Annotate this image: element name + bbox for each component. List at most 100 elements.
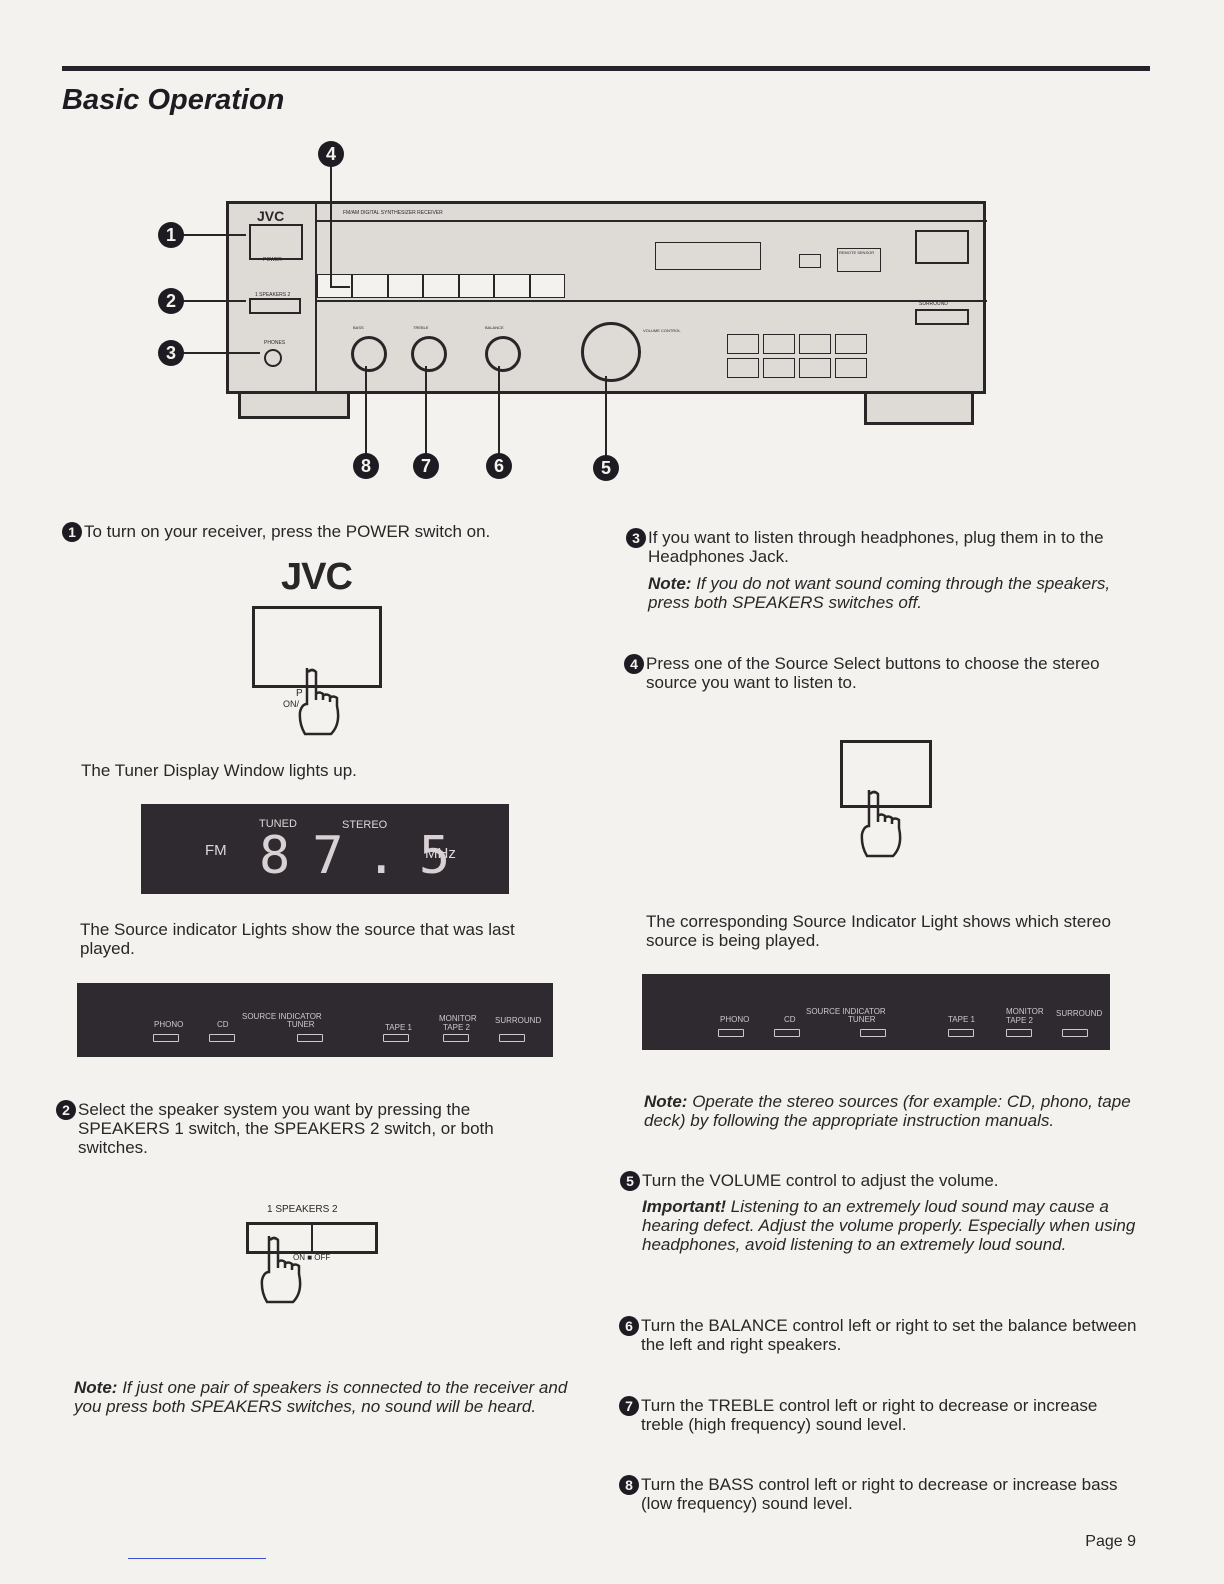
preset-button[interactable]	[727, 334, 759, 354]
volume-knob-label: VOLUME CONTROL	[643, 328, 681, 333]
tuner-display-window	[655, 242, 761, 270]
receiver-foot-right	[864, 390, 974, 425]
preset-buttons	[727, 334, 867, 378]
source-button-video[interactable]	[494, 274, 530, 298]
page-title: Basic Operation	[62, 84, 285, 116]
model-text: FM/AM DIGITAL SYNTHESIZER RECEIVER	[343, 210, 443, 216]
preset-button[interactable]	[799, 358, 831, 378]
callout-line-5	[605, 376, 607, 458]
callout-6: 6	[486, 453, 512, 479]
tuner-display-panel: TUNED STEREO FM 87.5 MHz	[141, 804, 509, 894]
monitor-header: MONITOR	[439, 1014, 477, 1023]
surround-button[interactable]	[915, 230, 969, 264]
page-number: Page 9	[1085, 1533, 1136, 1550]
frequency-readout: 87.5	[259, 826, 473, 886]
indicator-light-cd	[774, 1029, 800, 1037]
preset-button[interactable]	[835, 358, 867, 378]
callout-line-1	[178, 234, 246, 236]
step-number: 1	[62, 522, 82, 542]
source-indicator-panel-right: SOURCE INDICATOR TUNER MONITOR PHONO CD …	[642, 974, 1110, 1050]
source-select-buttons	[317, 274, 565, 298]
callout-line-7	[425, 366, 427, 456]
hand-press-icon	[298, 668, 340, 736]
link-underline	[128, 1558, 266, 1559]
display-section: FM/AM DIGITAL SYNTHESIZER RECEIVER REMOT…	[317, 210, 987, 302]
step-text: Turn the TREBLE control left or right to…	[641, 1396, 1098, 1434]
source-header: SOURCE INDICATOR	[806, 1007, 886, 1016]
surround-mode-button[interactable]	[915, 309, 969, 325]
callout-4: 4	[318, 141, 344, 167]
source-button-fm[interactable]	[387, 274, 424, 298]
step-text: Turn the BASS control left or right to d…	[641, 1475, 1118, 1513]
indicator-label-cd: CD	[217, 1020, 229, 1029]
important-label: Important!	[642, 1197, 727, 1216]
step-number: 6	[619, 1316, 639, 1336]
note-label: Note:	[644, 1092, 688, 1111]
speakers-1-switch	[249, 1225, 313, 1251]
step-6: 6 Turn the BALANCE control left or right…	[619, 1316, 1139, 1354]
step-number: 5	[620, 1171, 640, 1191]
top-rule	[62, 66, 1150, 71]
preset-button[interactable]	[763, 334, 795, 354]
indicator-label-phono: PHONO	[154, 1020, 184, 1029]
callout-line-3	[178, 352, 260, 354]
preset-button[interactable]	[763, 358, 795, 378]
preset-button[interactable]	[835, 334, 867, 354]
step-7: 7 Turn the TREBLE control left or right …	[619, 1396, 1139, 1434]
headphones-jack[interactable]	[264, 349, 282, 367]
callout-8: 8	[353, 453, 379, 479]
step-4: 4 Press one of the Source Select buttons…	[624, 654, 1140, 692]
indicator-light-tape2	[443, 1034, 469, 1042]
indicator-light-phono	[153, 1034, 179, 1042]
tuned-indicator: TUNED	[259, 818, 297, 830]
balance-knob[interactable]	[485, 336, 521, 372]
bass-knob[interactable]	[351, 336, 387, 372]
callout-line-6	[498, 366, 500, 456]
stereo-indicator: STEREO	[342, 819, 388, 831]
speakers-switch[interactable]	[249, 298, 301, 314]
callout-line-8	[365, 366, 367, 456]
band-indicator: FM	[205, 842, 227, 859]
treble-knob[interactable]	[411, 336, 447, 372]
indicator-label-tape1: TAPE 1	[385, 1023, 412, 1032]
volume-knob[interactable]	[581, 322, 641, 382]
indicator-light-tuner	[297, 1034, 323, 1042]
step-5: 5 Turn the VOLUME control to adjust the …	[620, 1171, 1140, 1191]
important-text: Listening to an extremely loud sound may…	[642, 1197, 1136, 1254]
indicator-label-cd: CD	[784, 1015, 796, 1024]
step-number: 2	[56, 1100, 76, 1120]
indicator-label-tape1: TAPE 1	[948, 1015, 975, 1024]
indicator-light-tape1	[383, 1034, 409, 1042]
step-1: 1 To turn on your receiver, press the PO…	[62, 522, 532, 542]
source-indicator-panel-left: SOURCE INDICATOR TUNER MONITOR PHONO CD …	[77, 983, 553, 1057]
treble-knob-label: TREBLE	[413, 325, 429, 330]
tuner-header: TUNER	[287, 1020, 315, 1029]
note-sources: Note: Operate the stereo sources (for ex…	[644, 1092, 1134, 1130]
step-number: 7	[619, 1396, 639, 1416]
callout-7: 7	[413, 453, 439, 479]
bass-knob-label: BASS	[353, 325, 364, 330]
speakers-switch-illustration	[246, 1222, 378, 1254]
step-text: Press one of the Source Select buttons t…	[646, 654, 1100, 692]
hand-press-icon	[260, 1236, 302, 1304]
source-button-am[interactable]	[423, 274, 459, 298]
preset-button[interactable]	[727, 358, 759, 378]
indicator-label-tape2: TAPE 2	[1006, 1016, 1033, 1025]
tuner-display-caption: The Tuner Display Window lights up.	[81, 761, 357, 780]
preset-button[interactable]	[799, 334, 831, 354]
indicator-light-cd	[209, 1034, 235, 1042]
power-button[interactable]	[249, 224, 303, 260]
tuner-header: TUNER	[848, 1015, 876, 1024]
callout-2: 2	[158, 288, 184, 314]
source-button-cd[interactable]	[352, 274, 388, 298]
indicator-light-surround	[499, 1034, 525, 1042]
step-text: To turn on your receiver, press the POWE…	[84, 522, 491, 541]
receiver-front-panel: JVC POWER 1 SPEAKERS 2 PHONES FM/AM DIGI…	[226, 201, 987, 394]
source-button-tape2[interactable]	[529, 274, 565, 298]
receiver-foot-left	[238, 390, 350, 419]
source-button-tape1[interactable]	[458, 274, 495, 298]
speakers-onoff-label: ON ■ OFF	[293, 1253, 331, 1262]
step-3: 3 If you want to listen through headphon…	[626, 528, 1142, 566]
note-text: Operate the stereo sources (for example:…	[644, 1092, 1131, 1130]
monitor-header: MONITOR	[1006, 1007, 1044, 1016]
